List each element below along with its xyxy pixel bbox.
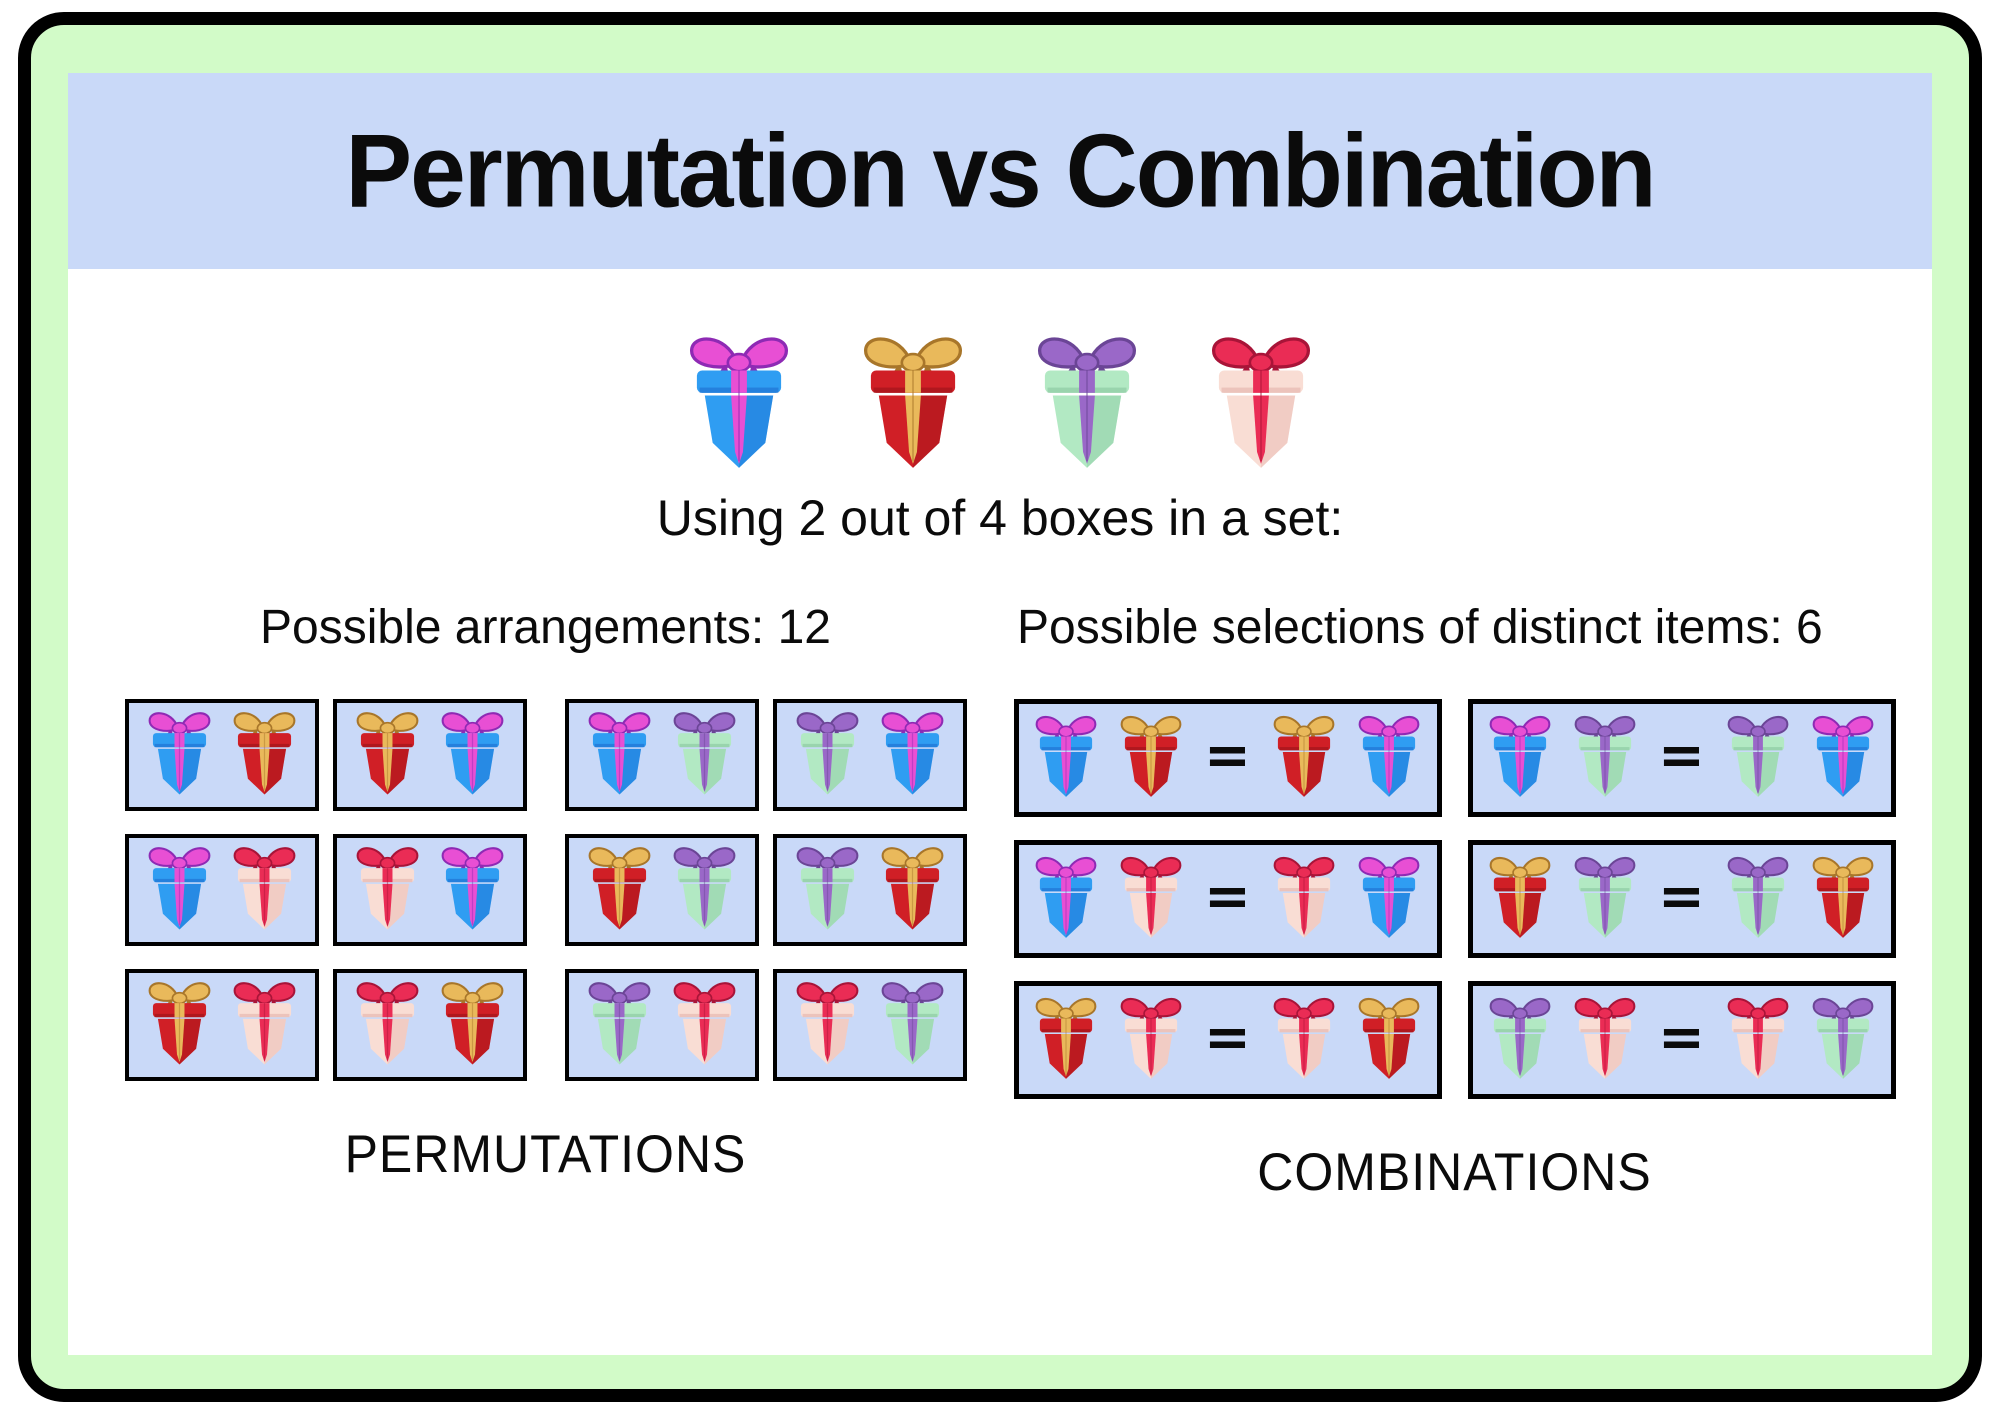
gift-red-icon xyxy=(847,331,979,481)
equals-sign: = xyxy=(1204,1005,1251,1070)
combinations-row: == xyxy=(1003,840,1906,958)
combinations-label: COMBINATIONS xyxy=(1257,1142,1652,1202)
gift-red-icon xyxy=(1110,712,1192,805)
permutation-cell xyxy=(772,699,967,811)
gift-blue-icon xyxy=(1348,712,1430,805)
permutations-grid xyxy=(94,699,997,1081)
gift-red-icon xyxy=(1025,994,1107,1087)
permutations-row xyxy=(94,699,997,811)
gift-blue-icon xyxy=(431,843,514,938)
gift-red-icon xyxy=(431,978,514,1073)
gift-blue-icon xyxy=(1479,712,1561,805)
equals-sign: = xyxy=(1658,864,1705,929)
gift-blue-icon xyxy=(578,708,661,803)
permutation-cell xyxy=(564,834,759,946)
gift-pink-icon xyxy=(346,978,429,1073)
page-title: Permutation vs Combination xyxy=(345,112,1656,229)
gift-red-icon xyxy=(346,708,429,803)
gift-blue-icon xyxy=(1025,853,1107,946)
gift-mint-icon xyxy=(786,708,869,803)
gift-pink-icon xyxy=(1263,853,1345,946)
outer-frame: Permutation vs Combination Using 2 out o… xyxy=(18,12,1982,1402)
gift-red-icon xyxy=(578,843,661,938)
gift-blue-icon xyxy=(138,843,221,938)
gift-mint-icon xyxy=(871,978,954,1073)
permutation-cell xyxy=(564,969,759,1081)
combinations-column: Possible selections of distinct items: 6… xyxy=(1003,563,1906,1201)
comparison-columns: Possible arrangements: 12 PERMUTATIONS P… xyxy=(68,563,1932,1201)
combination-cell: = xyxy=(1467,981,1896,1099)
gift-blue-icon xyxy=(1348,853,1430,946)
permutation-cell xyxy=(124,969,319,1081)
gift-pink-icon xyxy=(223,843,306,938)
combination-cell: = xyxy=(1467,699,1896,817)
gift-mint-icon xyxy=(663,843,746,938)
combinations-heading: Possible selections of distinct items: 6 xyxy=(1017,601,1823,654)
gift-pink-icon xyxy=(1110,853,1192,946)
gift-red-icon xyxy=(1479,853,1561,946)
combination-cell: = xyxy=(1467,840,1896,958)
gift-pink-icon xyxy=(786,978,869,1073)
equals-sign: = xyxy=(1204,864,1251,929)
gift-red-icon xyxy=(1263,712,1345,805)
permutations-row xyxy=(94,834,997,946)
gift-pink-icon xyxy=(223,978,306,1073)
permutation-cell xyxy=(564,699,759,811)
equals-sign: = xyxy=(1658,723,1705,788)
gift-pink-icon xyxy=(1263,994,1345,1087)
gift-pink-icon xyxy=(1717,994,1799,1087)
gift-red-icon xyxy=(1802,853,1884,946)
gift-mint-icon xyxy=(578,978,661,1073)
gift-red-icon xyxy=(223,708,306,803)
permutation-cell xyxy=(332,834,527,946)
gift-pink-icon xyxy=(346,843,429,938)
combinations-row: == xyxy=(1003,699,1906,817)
gift-mint-icon xyxy=(786,843,869,938)
combination-cell: = xyxy=(1013,840,1442,958)
gift-mint-icon xyxy=(1564,712,1646,805)
gift-blue-icon xyxy=(1802,712,1884,805)
equals-sign: = xyxy=(1204,723,1251,788)
gift-mint-icon xyxy=(1021,331,1153,481)
combination-cell: = xyxy=(1013,981,1442,1099)
permutation-cell xyxy=(124,699,319,811)
permutations-row xyxy=(94,969,997,1081)
gift-red-icon xyxy=(871,843,954,938)
permutation-cell xyxy=(772,969,967,1081)
title-banner: Permutation vs Combination xyxy=(68,73,1932,269)
permutation-cell xyxy=(332,699,527,811)
gift-set-row xyxy=(68,331,1932,481)
permutation-cell xyxy=(124,834,319,946)
equals-sign: = xyxy=(1658,1005,1705,1070)
intro-section: Using 2 out of 4 boxes in a set: xyxy=(68,331,1932,547)
gift-blue-icon xyxy=(138,708,221,803)
content-card: Permutation vs Combination Using 2 out o… xyxy=(68,73,1932,1355)
gift-red-icon xyxy=(138,978,221,1073)
gift-mint-icon xyxy=(1802,994,1884,1087)
permutation-cell xyxy=(772,834,967,946)
gift-mint-icon xyxy=(663,708,746,803)
gift-mint-icon xyxy=(1717,712,1799,805)
combinations-grid: ====== xyxy=(1003,699,1906,1099)
gift-blue-icon xyxy=(871,708,954,803)
permutations-heading: Possible arrangements: 12 xyxy=(260,601,831,654)
permutations-label: PERMUTATIONS xyxy=(344,1124,747,1184)
gift-pink-icon xyxy=(1195,331,1327,481)
permutation-cell xyxy=(332,969,527,1081)
gift-blue-icon xyxy=(431,708,514,803)
intro-caption: Using 2 out of 4 boxes in a set: xyxy=(656,490,1344,546)
combinations-row: == xyxy=(1003,981,1906,1099)
gift-blue-icon xyxy=(673,331,805,481)
gift-mint-icon xyxy=(1564,853,1646,946)
gift-pink-icon xyxy=(1110,994,1192,1087)
gift-red-icon xyxy=(1348,994,1430,1087)
permutations-column: Possible arrangements: 12 PERMUTATIONS xyxy=(94,563,997,1201)
gift-mint-icon xyxy=(1479,994,1561,1087)
gift-pink-icon xyxy=(663,978,746,1073)
gift-pink-icon xyxy=(1564,994,1646,1087)
gift-blue-icon xyxy=(1025,712,1107,805)
combination-cell: = xyxy=(1013,699,1442,817)
gift-mint-icon xyxy=(1717,853,1799,946)
